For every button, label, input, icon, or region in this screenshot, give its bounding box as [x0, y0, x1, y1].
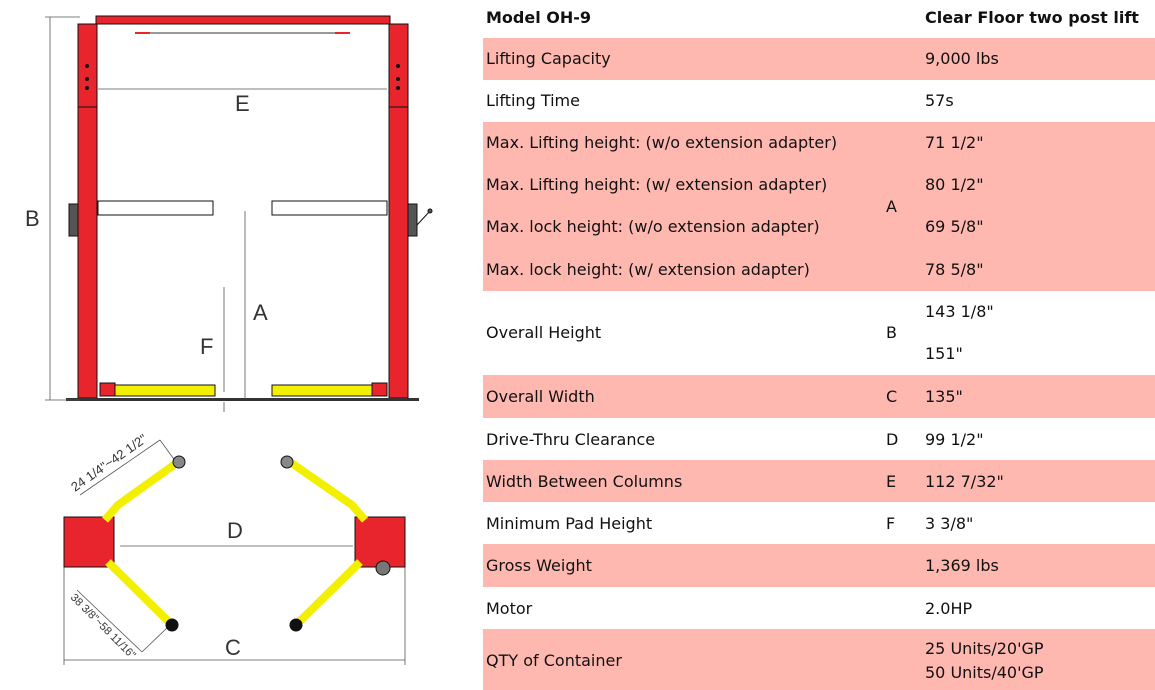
row-value: 69 5/8" [925, 217, 984, 236]
table-row: Lifting Capacity 9,000 lbs [483, 38, 1155, 80]
row-label: Minimum Pad Height [486, 514, 653, 533]
table-header: Model OH-9 Clear Floor two post lift [483, 0, 1155, 38]
label-f: F [200, 334, 213, 359]
table-row: Overall Height B 143 1/8" 151" [483, 291, 1155, 375]
dimension-lines [45, 16, 406, 665]
table-row: Overall Width C 135" [483, 375, 1155, 418]
row-label: Lifting Capacity [486, 49, 611, 68]
arm-short-dimension: 24 1/4"~42 1/2" [68, 431, 150, 495]
row-letter: D [886, 430, 899, 449]
row-letter: A [886, 197, 897, 216]
lift-type: Clear Floor two post lift [925, 8, 1139, 27]
row-label: Overall Width [486, 387, 595, 406]
row-label: Drive-Thru Clearance [486, 430, 656, 449]
table-row: Gross Weight 1,369 lbs [483, 544, 1155, 587]
row-value: 50 Units/40'GP [925, 663, 1044, 682]
row-value: 143 1/8" [925, 302, 994, 321]
table-row: Lifting Time 57s [483, 80, 1155, 122]
row-value: 1,369 lbs [925, 556, 999, 575]
row-value: 135" [925, 387, 963, 406]
row-value: 2.0HP [925, 599, 973, 618]
row-label: Overall Height [486, 323, 602, 342]
row-letter: C [886, 387, 898, 406]
row-letter: F [886, 514, 896, 533]
row-label: Max. Lifting height: (w/ extension adapt… [486, 175, 828, 194]
table-row: Width Between Columns E 112 7/32" [483, 460, 1155, 502]
row-label: Max. lock height: (w/ extension adapter) [486, 260, 810, 279]
row-label: Motor [486, 599, 533, 618]
row-value: 57s [925, 91, 954, 110]
row-value: 151" [925, 344, 963, 363]
row-value: 71 1/2" [925, 133, 984, 152]
row-value: 3 3/8" [925, 514, 974, 533]
row-value: 25 Units/20'GP [925, 639, 1044, 658]
row-value: 78 5/8" [925, 260, 984, 279]
row-value: 9,000 lbs [925, 49, 999, 68]
table-row: Drive-Thru Clearance D 99 1/2" [483, 418, 1155, 460]
row-label: QTY of Container [486, 651, 622, 670]
label-e: E [235, 91, 250, 116]
row-value: 112 7/32" [925, 472, 1004, 491]
table-row-group-a: Max. Lifting height: (w/o extension adap… [483, 122, 1155, 291]
label-d: D [227, 518, 243, 543]
row-value: 99 1/2" [925, 430, 984, 449]
table-row: QTY of Container 25 Units/20'GP 50 Units… [483, 629, 1155, 690]
row-label: Max. lock height: (w/o extension adapter… [486, 217, 820, 236]
top-view [63, 455, 406, 632]
label-a: A [253, 300, 268, 325]
row-letter: B [886, 323, 897, 342]
table-row: Motor 2.0HP [483, 587, 1155, 629]
lift-dimension-diagram: B E A F D C 24 1/4"~42 1/2" 38 3/8"~58 1… [25, 15, 433, 665]
model-name: Model OH-9 [486, 8, 592, 27]
label-c: C [225, 635, 241, 660]
row-letter: E [886, 472, 897, 491]
row-label: Gross Weight [486, 556, 592, 575]
row-label: Max. Lifting height: (w/o extension adap… [486, 133, 838, 152]
table-row: Minimum Pad Height F 3 3/8" [483, 502, 1155, 544]
row-label: Lifting Time [486, 91, 580, 110]
row-label: Width Between Columns [486, 472, 683, 491]
front-view [66, 15, 433, 401]
label-b: B [25, 206, 40, 231]
arm-long-dimension: 38 3/8"~58 11/16" [68, 592, 138, 662]
row-value: 80 1/2" [925, 175, 984, 194]
